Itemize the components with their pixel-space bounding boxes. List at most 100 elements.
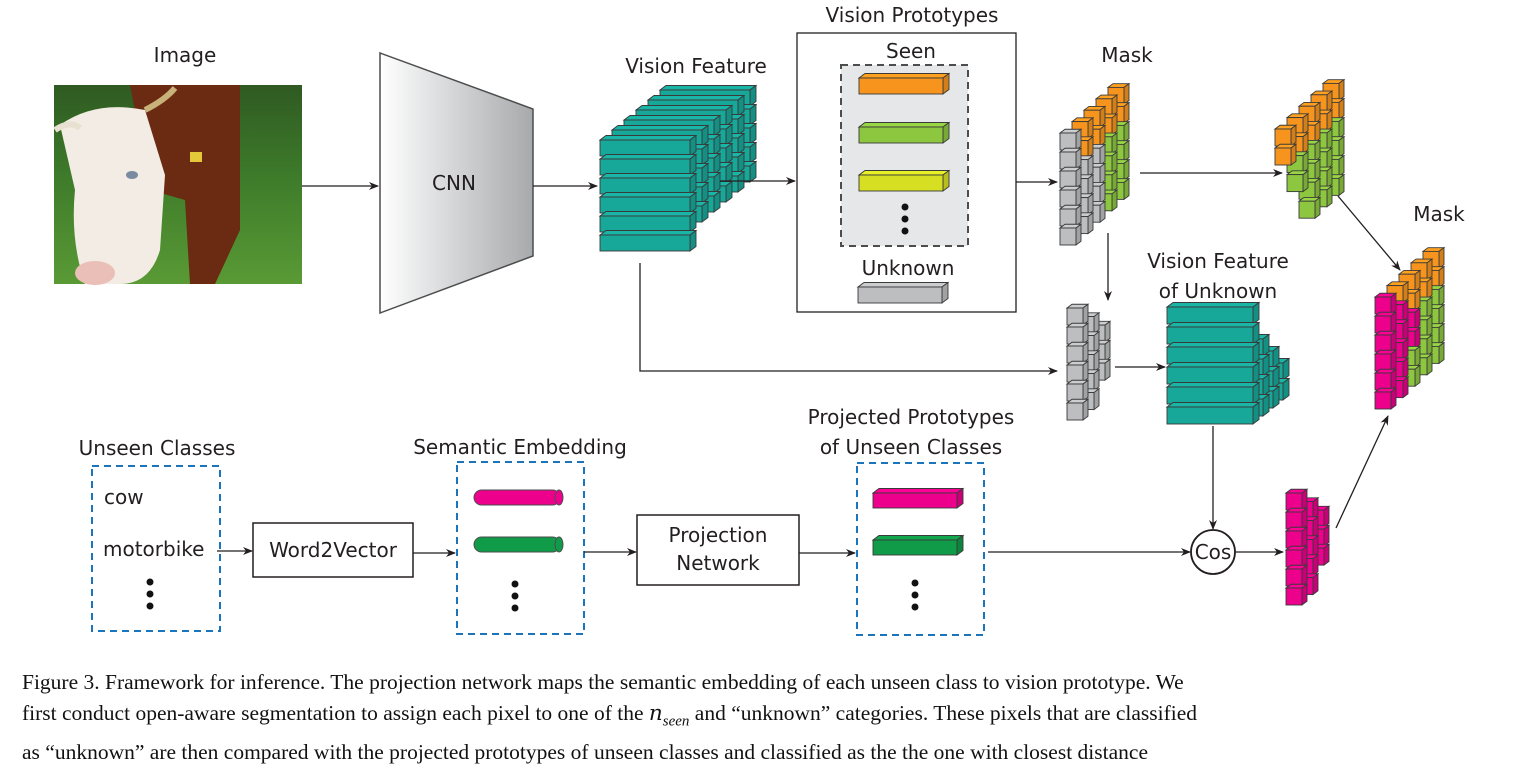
mask-cell <box>1058 147 1083 170</box>
semantic-embedding-box <box>456 461 585 635</box>
unseen-classes-label: Unseen Classes <box>79 436 236 460</box>
seen-prototype-yellow <box>857 169 951 192</box>
mask-cell <box>1373 311 1398 334</box>
projected-prototypes-label: Projected Prototypes <box>808 405 1015 429</box>
unknown-label: Unknown <box>862 256 955 280</box>
cnn-block <box>379 51 534 315</box>
feature-slab <box>598 229 698 252</box>
unknown-feature-slab <box>1165 301 1261 325</box>
vision-feature-unknown-label-2: of Unknown <box>1159 279 1277 303</box>
mask-cell <box>1065 341 1090 364</box>
embedding-vector-magenta <box>473 489 564 506</box>
mask-cell <box>1373 368 1398 391</box>
ellipsis-dot <box>511 604 519 612</box>
projected-prototype-magenta <box>871 487 965 509</box>
mask-cell <box>1273 143 1298 166</box>
ellipsis-dot <box>146 578 154 586</box>
mask-label: Mask <box>1101 43 1153 67</box>
ellipsis-dot <box>146 590 154 598</box>
unseen-classes-box <box>91 465 221 632</box>
unknown-feature-block <box>1165 301 1291 425</box>
caption-line-3: as “unknown” are then compared with the … <box>22 740 1148 765</box>
caption-line-1: Figure 3. Framework for inference. The p… <box>22 670 1184 694</box>
mask-cell <box>1065 322 1090 345</box>
mask-cell <box>1065 303 1090 326</box>
mask-cell <box>1058 185 1083 208</box>
mask-cell <box>1058 128 1083 151</box>
ellipsis-dot <box>146 602 154 610</box>
vision-feature-label: Vision Feature <box>625 54 767 78</box>
projected-prototypes-label-2: of Unseen Classes <box>820 435 1002 459</box>
seen-label: Seen <box>886 39 936 63</box>
ellipsis-dot <box>911 579 919 587</box>
seen-mask-block <box>1273 78 1346 220</box>
mask-cell <box>1284 488 1309 511</box>
feature-slab <box>598 134 698 157</box>
projection-network-label-2: Network <box>676 551 760 575</box>
unknown-feature-slab <box>1165 401 1261 425</box>
arrow-feature-to-unknown-mask <box>639 263 1058 375</box>
projection-network-label: Projection <box>669 523 768 547</box>
mask-cell <box>1297 196 1322 220</box>
caption-variable: n <box>648 701 663 726</box>
mask-cell <box>1373 292 1398 315</box>
cow-image <box>53 85 302 285</box>
mask-cell <box>1273 124 1298 147</box>
mask-cell <box>1058 204 1083 227</box>
arrow-seen-mask-to-final <box>1337 195 1401 271</box>
ellipsis-dot <box>911 603 919 611</box>
vision-feature-block <box>598 84 758 252</box>
caption-variable-subscript: seen <box>662 713 690 730</box>
unknown-mask-block <box>1065 303 1112 421</box>
mask-cell <box>1284 507 1309 530</box>
word2vector-box <box>252 522 414 578</box>
projected-prototype-green <box>871 534 965 556</box>
caption-line-2-end: and “unknown” categories. These pixels t… <box>689 701 1198 725</box>
semantic-embedding-label: Semantic Embedding <box>413 435 627 459</box>
mask-cell <box>1065 379 1090 402</box>
mask-cell <box>1284 583 1309 606</box>
mask-cell <box>1373 387 1398 410</box>
ellipsis-dot <box>911 591 919 599</box>
mask-cell <box>1284 545 1309 568</box>
feature-slab <box>598 172 698 195</box>
cnn-label: CNN <box>432 171 476 195</box>
projected-prototypes-box <box>856 462 985 636</box>
unknown-feature-slab <box>1165 361 1261 385</box>
mask-cell <box>1284 564 1309 587</box>
ellipsis-dot <box>511 592 519 600</box>
feature-slab <box>598 153 698 176</box>
mask-cell <box>1058 166 1083 189</box>
figure-caption: Figure 3. Framework for inference. The p… <box>22 667 1512 768</box>
caption-line-2-start: first conduct open-aware segmentation to… <box>22 701 649 725</box>
unknown-feature-slab <box>1165 321 1261 345</box>
seen-prototype-orange <box>857 72 951 95</box>
mask-cell <box>1285 169 1310 193</box>
arrow-unseen-mask-to-final <box>1335 415 1389 529</box>
final-mask-label: Mask <box>1413 202 1465 226</box>
ellipsis-dot <box>901 203 909 211</box>
mask-cell <box>1373 349 1398 372</box>
projection-network-box <box>636 514 800 586</box>
image-label: Image <box>154 43 217 67</box>
feature-slab <box>598 191 698 214</box>
mask-top-block <box>1058 82 1131 246</box>
embedding-vector-green <box>473 536 564 553</box>
unseen-class-item: motorbike <box>103 537 204 561</box>
unknown-feature-slab <box>1165 381 1261 405</box>
mask-cell <box>1065 398 1090 421</box>
framework-diagram: Image CNN Vision Feature Vision Prototyp… <box>53 3 1465 636</box>
mask-cell <box>1373 330 1398 353</box>
final-mask-block <box>1373 246 1446 410</box>
mask-cell <box>1065 360 1090 383</box>
unseen-mask-block <box>1284 488 1331 606</box>
mask-cell <box>1284 526 1309 549</box>
word2vector-label: Word2Vector <box>269 538 398 562</box>
seen-prototype-green <box>857 121 951 144</box>
feature-slab <box>598 210 698 233</box>
mask-cell <box>1058 223 1083 246</box>
unseen-class-item: cow <box>104 485 144 509</box>
vision-feature-unknown-label: Vision Feature <box>1147 249 1289 273</box>
cos-label: Cos <box>1195 540 1232 564</box>
caption-line-2: first conduct open-aware segmentation to… <box>22 698 1512 737</box>
